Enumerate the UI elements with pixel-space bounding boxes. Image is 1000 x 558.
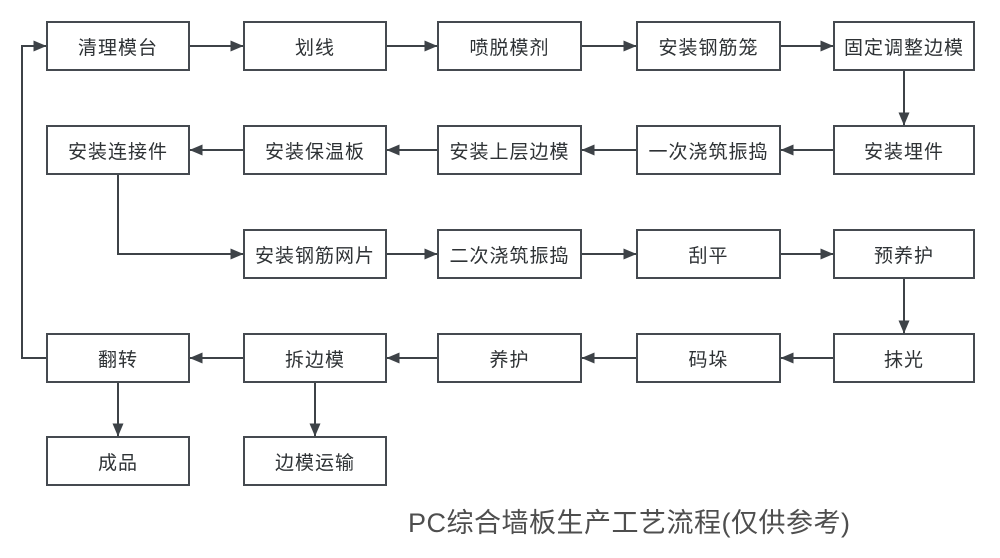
flow-node-anzhuang-gangjinlong: 安装钢筋笼 bbox=[636, 21, 781, 71]
flow-node-anzhuang-lianjiejian: 安装连接件 bbox=[46, 125, 190, 175]
flow-node-anzhuang-gangjin-wangpian: 安装钢筋网片 bbox=[243, 229, 387, 279]
flow-node-pen-tuomoji: 喷脱模剂 bbox=[437, 21, 582, 71]
flow-node-maduo: 码垛 bbox=[636, 333, 781, 383]
edge-anzhuang-lianjiejian--anzhuang-gangjin-wangpian bbox=[117, 175, 244, 260]
flow-node-yici-jiaozhu-zhendao: 一次浇筑振捣 bbox=[636, 125, 781, 175]
flow-node-anzhuang-maijian: 安装埋件 bbox=[833, 125, 975, 175]
flow-node-yanghu: 养护 bbox=[437, 333, 582, 383]
flow-node-anzhuang-shangceng-bianmo: 安装上层边模 bbox=[437, 125, 582, 175]
diagram-caption: PC综合墙板生产工艺流程(仅供参考) bbox=[408, 508, 851, 538]
edge-fanzhuan--qingli-motai bbox=[21, 40, 47, 359]
flow-node-bianmo-yunshu: 边模运输 bbox=[243, 436, 387, 486]
flow-node-fanzhuan: 翻转 bbox=[46, 333, 190, 383]
flow-node-chai-bianmo: 拆边模 bbox=[243, 333, 387, 383]
flow-node-moguang: 抹光 bbox=[833, 333, 975, 383]
flow-node-guding-tiaozheng-bianmo: 固定调整边模 bbox=[833, 21, 975, 71]
flow-node-qingli-motai: 清理模台 bbox=[46, 21, 190, 71]
flow-node-yu-yanghu: 预养护 bbox=[833, 229, 975, 279]
flow-node-erci-jiaozhu-zhendao: 二次浇筑振捣 bbox=[437, 229, 582, 279]
flow-node-anzhuang-baowenban: 安装保温板 bbox=[243, 125, 387, 175]
flow-node-guaping: 刮平 bbox=[636, 229, 781, 279]
flow-node-huaxian: 划线 bbox=[243, 21, 387, 71]
flow-node-chengpin: 成品 bbox=[46, 436, 190, 486]
